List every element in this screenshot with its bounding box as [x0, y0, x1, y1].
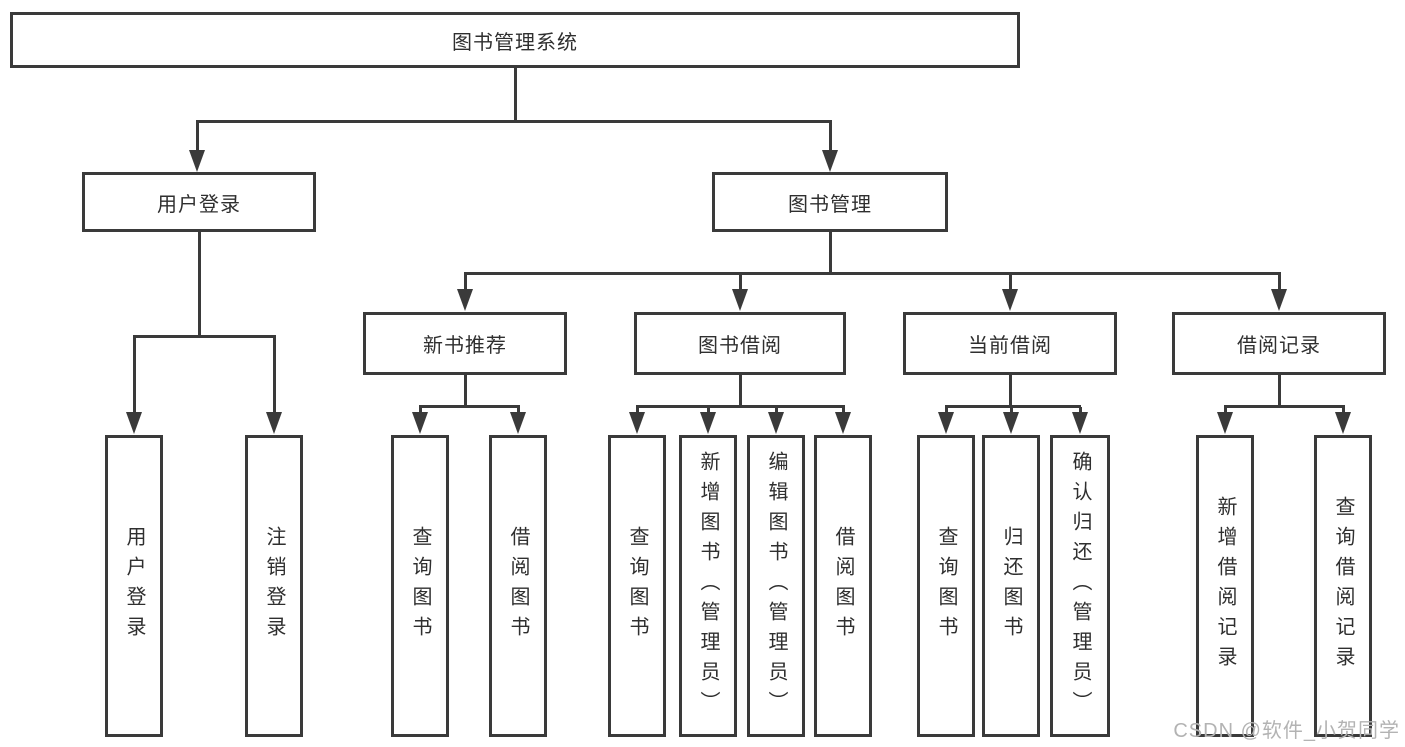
connector-line — [1079, 407, 1082, 414]
connector-records-trunk — [1278, 375, 1281, 406]
arrowhead-down-icon — [1217, 412, 1233, 434]
connector-line — [464, 274, 467, 291]
arrowhead-down-icon — [700, 412, 716, 434]
arrowhead-down-icon — [457, 289, 473, 311]
node-book-borrow: 图书借阅 — [634, 312, 846, 375]
connector-recommend-trunk — [464, 375, 467, 406]
leaf-logout: 注销登录 — [245, 435, 303, 737]
connector-root-trunk — [514, 68, 517, 120]
connector-arrow — [1072, 407, 1089, 434]
leaf-borrow-books: 借阅图书 — [489, 435, 547, 737]
leaf-add-borrow-record: 新增借阅记录 — [1196, 435, 1254, 737]
leaf-user-login: 用户登录 — [105, 435, 163, 737]
connector-arrow — [457, 274, 474, 311]
connector-line — [196, 122, 199, 152]
arrowhead-down-icon — [938, 412, 954, 434]
connector-recommend-bar — [419, 405, 520, 408]
connector-current-trunk — [1009, 375, 1012, 406]
connector-arrow — [412, 407, 429, 434]
connector-book-mgmt-bar — [464, 272, 1281, 275]
arrowhead-down-icon — [1002, 289, 1018, 311]
connector-arrow — [510, 407, 527, 434]
leaf-return-books: 归还图书 — [982, 435, 1040, 737]
arrowhead-down-icon — [126, 412, 142, 434]
node-current-borrow: 当前借阅 — [903, 312, 1117, 375]
arrowhead-down-icon — [1072, 412, 1088, 434]
leaf-query-borrow-record: 查询借阅记录 — [1314, 435, 1372, 737]
arrowhead-down-icon — [768, 412, 784, 434]
arrowhead-down-icon — [629, 412, 645, 434]
leaf-borrow-books: 借阅图书 — [814, 435, 872, 737]
connector-line — [1342, 407, 1345, 414]
connector-arrow — [126, 337, 143, 434]
connector-line — [133, 337, 136, 414]
node-library-system: 图书管理系统 — [10, 12, 1020, 68]
connector-line — [273, 337, 276, 414]
connector-arrow — [938, 407, 955, 434]
arrowhead-down-icon — [412, 412, 428, 434]
arrowhead-down-icon — [1003, 412, 1019, 434]
arrowhead-down-icon — [1271, 289, 1287, 311]
connector-user-login-trunk — [198, 232, 201, 336]
leaf-query-books: 查询图书 — [608, 435, 666, 737]
csdn-watermark: CSDN @软件_小贺同学 — [1173, 720, 1400, 742]
connector-line — [419, 407, 422, 414]
connector-current-bar — [945, 405, 1081, 408]
node-borrow-records: 借阅记录 — [1172, 312, 1386, 375]
connector-arrow — [629, 407, 646, 434]
leaf-confirm-return-admin: 确认归还（管理员） — [1050, 435, 1110, 737]
connector-arrow — [835, 407, 852, 434]
arrowhead-down-icon — [189, 150, 205, 172]
node-user-login: 用户登录 — [82, 172, 316, 232]
arrowhead-down-icon — [266, 412, 282, 434]
connector-arrow — [1335, 407, 1352, 434]
connector-line — [739, 274, 742, 291]
connector-line — [775, 407, 778, 414]
connector-line — [945, 407, 948, 414]
connector-line — [829, 122, 832, 152]
connector-user-login-bar — [133, 335, 276, 338]
connector-arrow — [732, 274, 749, 311]
connector-line — [842, 407, 845, 414]
connector-borrow-bar — [636, 405, 845, 408]
connector-records-bar — [1224, 405, 1345, 408]
connector-line — [1010, 407, 1013, 414]
connector-arrow — [1217, 407, 1234, 434]
arrowhead-down-icon — [732, 289, 748, 311]
connector-arrow — [768, 407, 785, 434]
arrowhead-down-icon — [510, 412, 526, 434]
leaf-add-book-admin: 新增图书（管理员） — [679, 435, 737, 737]
connector-arrow — [189, 122, 206, 172]
connector-line — [1224, 407, 1227, 414]
connector-arrow — [1271, 274, 1288, 311]
connector-arrow — [700, 407, 717, 434]
node-new-book-recommend: 新书推荐 — [363, 312, 567, 375]
connector-arrow — [266, 337, 283, 434]
connector-arrow — [1003, 407, 1020, 434]
leaf-query-books: 查询图书 — [917, 435, 975, 737]
arrowhead-down-icon — [1335, 412, 1351, 434]
connector-borrow-trunk — [739, 375, 742, 406]
connector-line — [1009, 274, 1012, 291]
connector-arrow — [822, 122, 839, 172]
connector-arrow — [1002, 274, 1019, 311]
arrowhead-down-icon — [822, 150, 838, 172]
connector-line — [636, 407, 639, 414]
connector-book-mgmt-trunk — [829, 232, 832, 273]
leaf-query-books: 查询图书 — [391, 435, 449, 737]
arrowhead-down-icon — [835, 412, 851, 434]
leaf-edit-book-admin: 编辑图书（管理员） — [747, 435, 805, 737]
node-book-management: 图书管理 — [712, 172, 948, 232]
connector-root-bar — [196, 120, 832, 123]
connector-line — [517, 407, 520, 414]
connector-line — [1278, 274, 1281, 291]
connector-line — [707, 407, 710, 414]
